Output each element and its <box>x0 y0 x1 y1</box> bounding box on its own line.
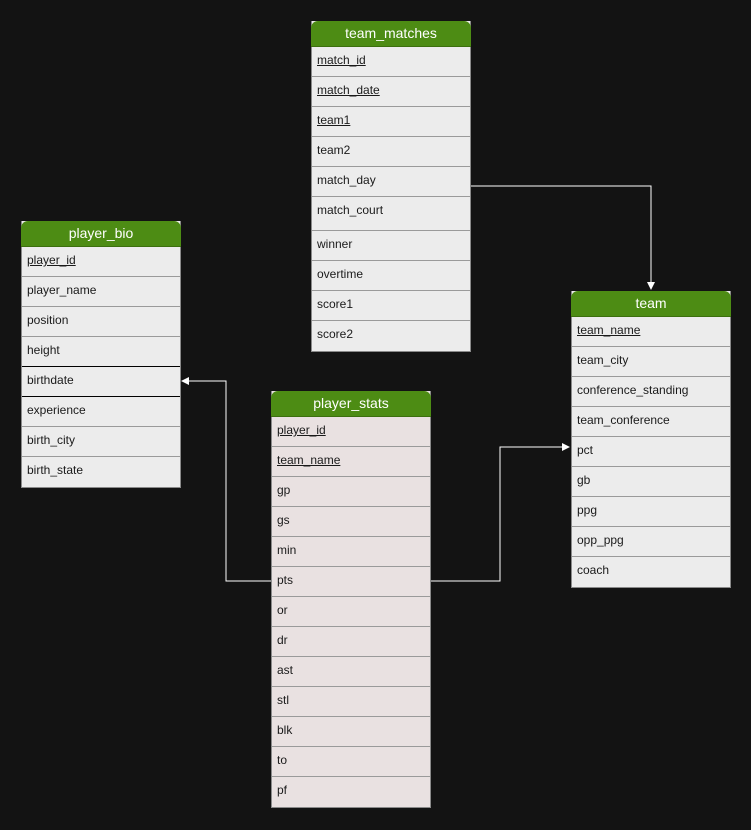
field-team-name[interactable]: team_name <box>572 317 730 347</box>
field-pts[interactable]: pts <box>272 567 430 597</box>
field-team1[interactable]: team1 <box>312 107 470 137</box>
field-label: position <box>27 313 69 327</box>
table-team-matches[interactable]: team_matches match_id match_date team1 t… <box>311 21 471 352</box>
field-label: match_date <box>317 83 380 97</box>
field-label: match_day <box>317 173 376 187</box>
field-label: gs <box>277 513 290 527</box>
field-label: pf <box>277 783 288 797</box>
field-opp-ppg[interactable]: opp_ppg <box>572 527 730 557</box>
connector-pts-to-pct <box>431 443 570 582</box>
field-match-date[interactable]: match_date <box>312 77 470 107</box>
table-team[interactable]: team team_name team_city conference_stan… <box>571 291 731 588</box>
table-header[interactable]: team_matches <box>311 21 471 47</box>
field-label: or <box>277 603 288 617</box>
field-gs[interactable]: gs <box>272 507 430 537</box>
field-experience[interactable]: experience <box>22 397 180 427</box>
field-team-city[interactable]: team_city <box>572 347 730 377</box>
field-label: opp_ppg <box>577 533 624 547</box>
field-blk[interactable]: blk <box>272 717 430 747</box>
field-label: match_id <box>317 53 366 67</box>
field-overtime[interactable]: overtime <box>312 261 470 291</box>
field-team2[interactable]: team2 <box>312 137 470 167</box>
field-label: score1 <box>317 297 354 311</box>
table-header[interactable]: team <box>571 291 731 317</box>
field-birthdate[interactable]: birthdate <box>22 367 180 397</box>
field-label: coach <box>577 563 610 577</box>
field-label: blk <box>277 723 293 737</box>
field-height[interactable]: height <box>22 337 180 367</box>
connector-match-day-to-team <box>471 185 655 290</box>
field-label: team_name <box>577 323 641 337</box>
field-pf[interactable]: pf <box>272 777 430 807</box>
field-label: match_court <box>317 203 384 217</box>
field-match-id[interactable]: match_id <box>312 47 470 77</box>
field-birth-state[interactable]: birth_state <box>22 457 180 487</box>
field-score2[interactable]: score2 <box>312 321 470 351</box>
field-position[interactable]: position <box>22 307 180 337</box>
field-label: team_name <box>277 453 341 467</box>
field-label: ppg <box>577 503 598 517</box>
field-label: gp <box>277 483 291 497</box>
field-team-name[interactable]: team_name <box>272 447 430 477</box>
connector-pts-to-birthdate <box>181 377 271 582</box>
field-label: winner <box>317 237 353 251</box>
field-label: birthdate <box>27 373 74 387</box>
field-label: team2 <box>317 143 351 157</box>
field-gp[interactable]: gp <box>272 477 430 507</box>
field-label: stl <box>277 693 289 707</box>
field-label: team_city <box>577 353 629 367</box>
field-min[interactable]: min <box>272 537 430 567</box>
field-label: experience <box>27 403 86 417</box>
field-label: pct <box>577 443 594 457</box>
field-label: gb <box>577 473 591 487</box>
field-label: player_name <box>27 283 97 297</box>
field-winner[interactable]: winner <box>312 231 470 261</box>
field-label: team_conference <box>577 413 670 427</box>
table-player-bio[interactable]: player_bio player_id player_name positio… <box>21 221 181 488</box>
field-dr[interactable]: dr <box>272 627 430 657</box>
field-to[interactable]: to <box>272 747 430 777</box>
field-player-id[interactable]: player_id <box>22 247 180 277</box>
field-match-court[interactable]: match_court <box>312 197 470 231</box>
field-label: conference_standing <box>577 383 689 397</box>
field-player-name[interactable]: player_name <box>22 277 180 307</box>
field-label: birth_city <box>27 433 76 447</box>
field-or[interactable]: or <box>272 597 430 627</box>
table-header[interactable]: player_stats <box>271 391 431 417</box>
table-header[interactable]: player_bio <box>21 221 181 247</box>
field-label: player_id <box>27 253 76 267</box>
field-match-day[interactable]: match_day <box>312 167 470 197</box>
field-label: ast <box>277 663 294 677</box>
field-pct[interactable]: pct <box>572 437 730 467</box>
field-conference-standing[interactable]: conference_standing <box>572 377 730 407</box>
field-label: pts <box>277 573 294 587</box>
field-stl[interactable]: stl <box>272 687 430 717</box>
field-label: to <box>277 753 288 767</box>
field-label: height <box>27 343 60 357</box>
field-player-id[interactable]: player_id <box>272 417 430 447</box>
field-label: dr <box>277 633 288 647</box>
field-label: score2 <box>317 327 354 341</box>
field-coach[interactable]: coach <box>572 557 730 587</box>
field-team-conference[interactable]: team_conference <box>572 407 730 437</box>
field-gb[interactable]: gb <box>572 467 730 497</box>
field-label: birth_state <box>27 463 84 477</box>
field-ppg[interactable]: ppg <box>572 497 730 527</box>
field-label: player_id <box>277 423 326 437</box>
field-ast[interactable]: ast <box>272 657 430 687</box>
field-label: min <box>277 543 297 557</box>
field-label: overtime <box>317 267 364 281</box>
field-birth-city[interactable]: birth_city <box>22 427 180 457</box>
table-player-stats[interactable]: player_stats player_id team_name gp gs m… <box>271 391 431 808</box>
field-score1[interactable]: score1 <box>312 291 470 321</box>
field-label: team1 <box>317 113 351 127</box>
